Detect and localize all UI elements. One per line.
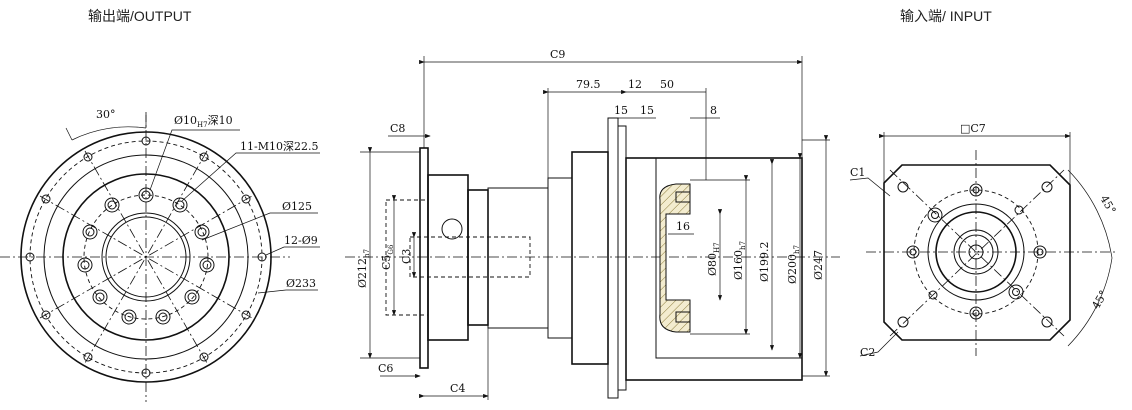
input-title: 输入端/ INPUT	[900, 8, 992, 24]
output-title: 输出端/OUTPUT	[88, 8, 192, 24]
angle-45-b: 45°	[1089, 288, 1110, 311]
outer-holes-label: 12-Ø9	[284, 234, 318, 247]
pcd-233-label: Ø233	[286, 277, 316, 290]
dim-c7: □C7	[960, 122, 986, 135]
dim-c6: C6	[378, 362, 393, 375]
dim-200: Ø200h7	[786, 245, 801, 284]
thread-holes-label: 11-M10深22.5	[240, 140, 318, 153]
dim-79-5: 79.5	[576, 78, 601, 91]
dim-199-2: Ø199.2	[758, 241, 771, 282]
dim-80: Ø80H7	[706, 242, 721, 276]
dim-212: Ø212h7	[356, 249, 371, 288]
dim-160: Ø160h7	[732, 241, 747, 280]
dim-247: Ø247	[812, 250, 825, 280]
side-view	[345, 56, 840, 400]
input-end-view	[849, 132, 1115, 357]
dim-50: 50	[660, 78, 674, 91]
dim-c9: C9	[550, 48, 565, 61]
pcd-125-label: Ø125	[282, 200, 312, 213]
output-end-view	[0, 112, 320, 402]
dim-c8: C8	[390, 122, 405, 135]
dim-c3: C3	[400, 249, 413, 264]
dim-8: 8	[710, 104, 717, 117]
angle-45-a: 45°	[1097, 193, 1118, 216]
dim-12: 12	[628, 78, 642, 91]
dim-15-a: 15	[614, 104, 628, 117]
bore-label: Ø10H7深10	[174, 114, 233, 129]
c1-label: C1	[850, 166, 865, 179]
dim-c4: C4	[450, 382, 465, 395]
dim-c5: C5G6	[380, 244, 395, 270]
c2-label: C2	[860, 346, 875, 359]
angle-30-label: 30°	[96, 108, 116, 121]
dim-15-b: 15	[640, 104, 654, 117]
dim-16: 16	[676, 220, 690, 233]
